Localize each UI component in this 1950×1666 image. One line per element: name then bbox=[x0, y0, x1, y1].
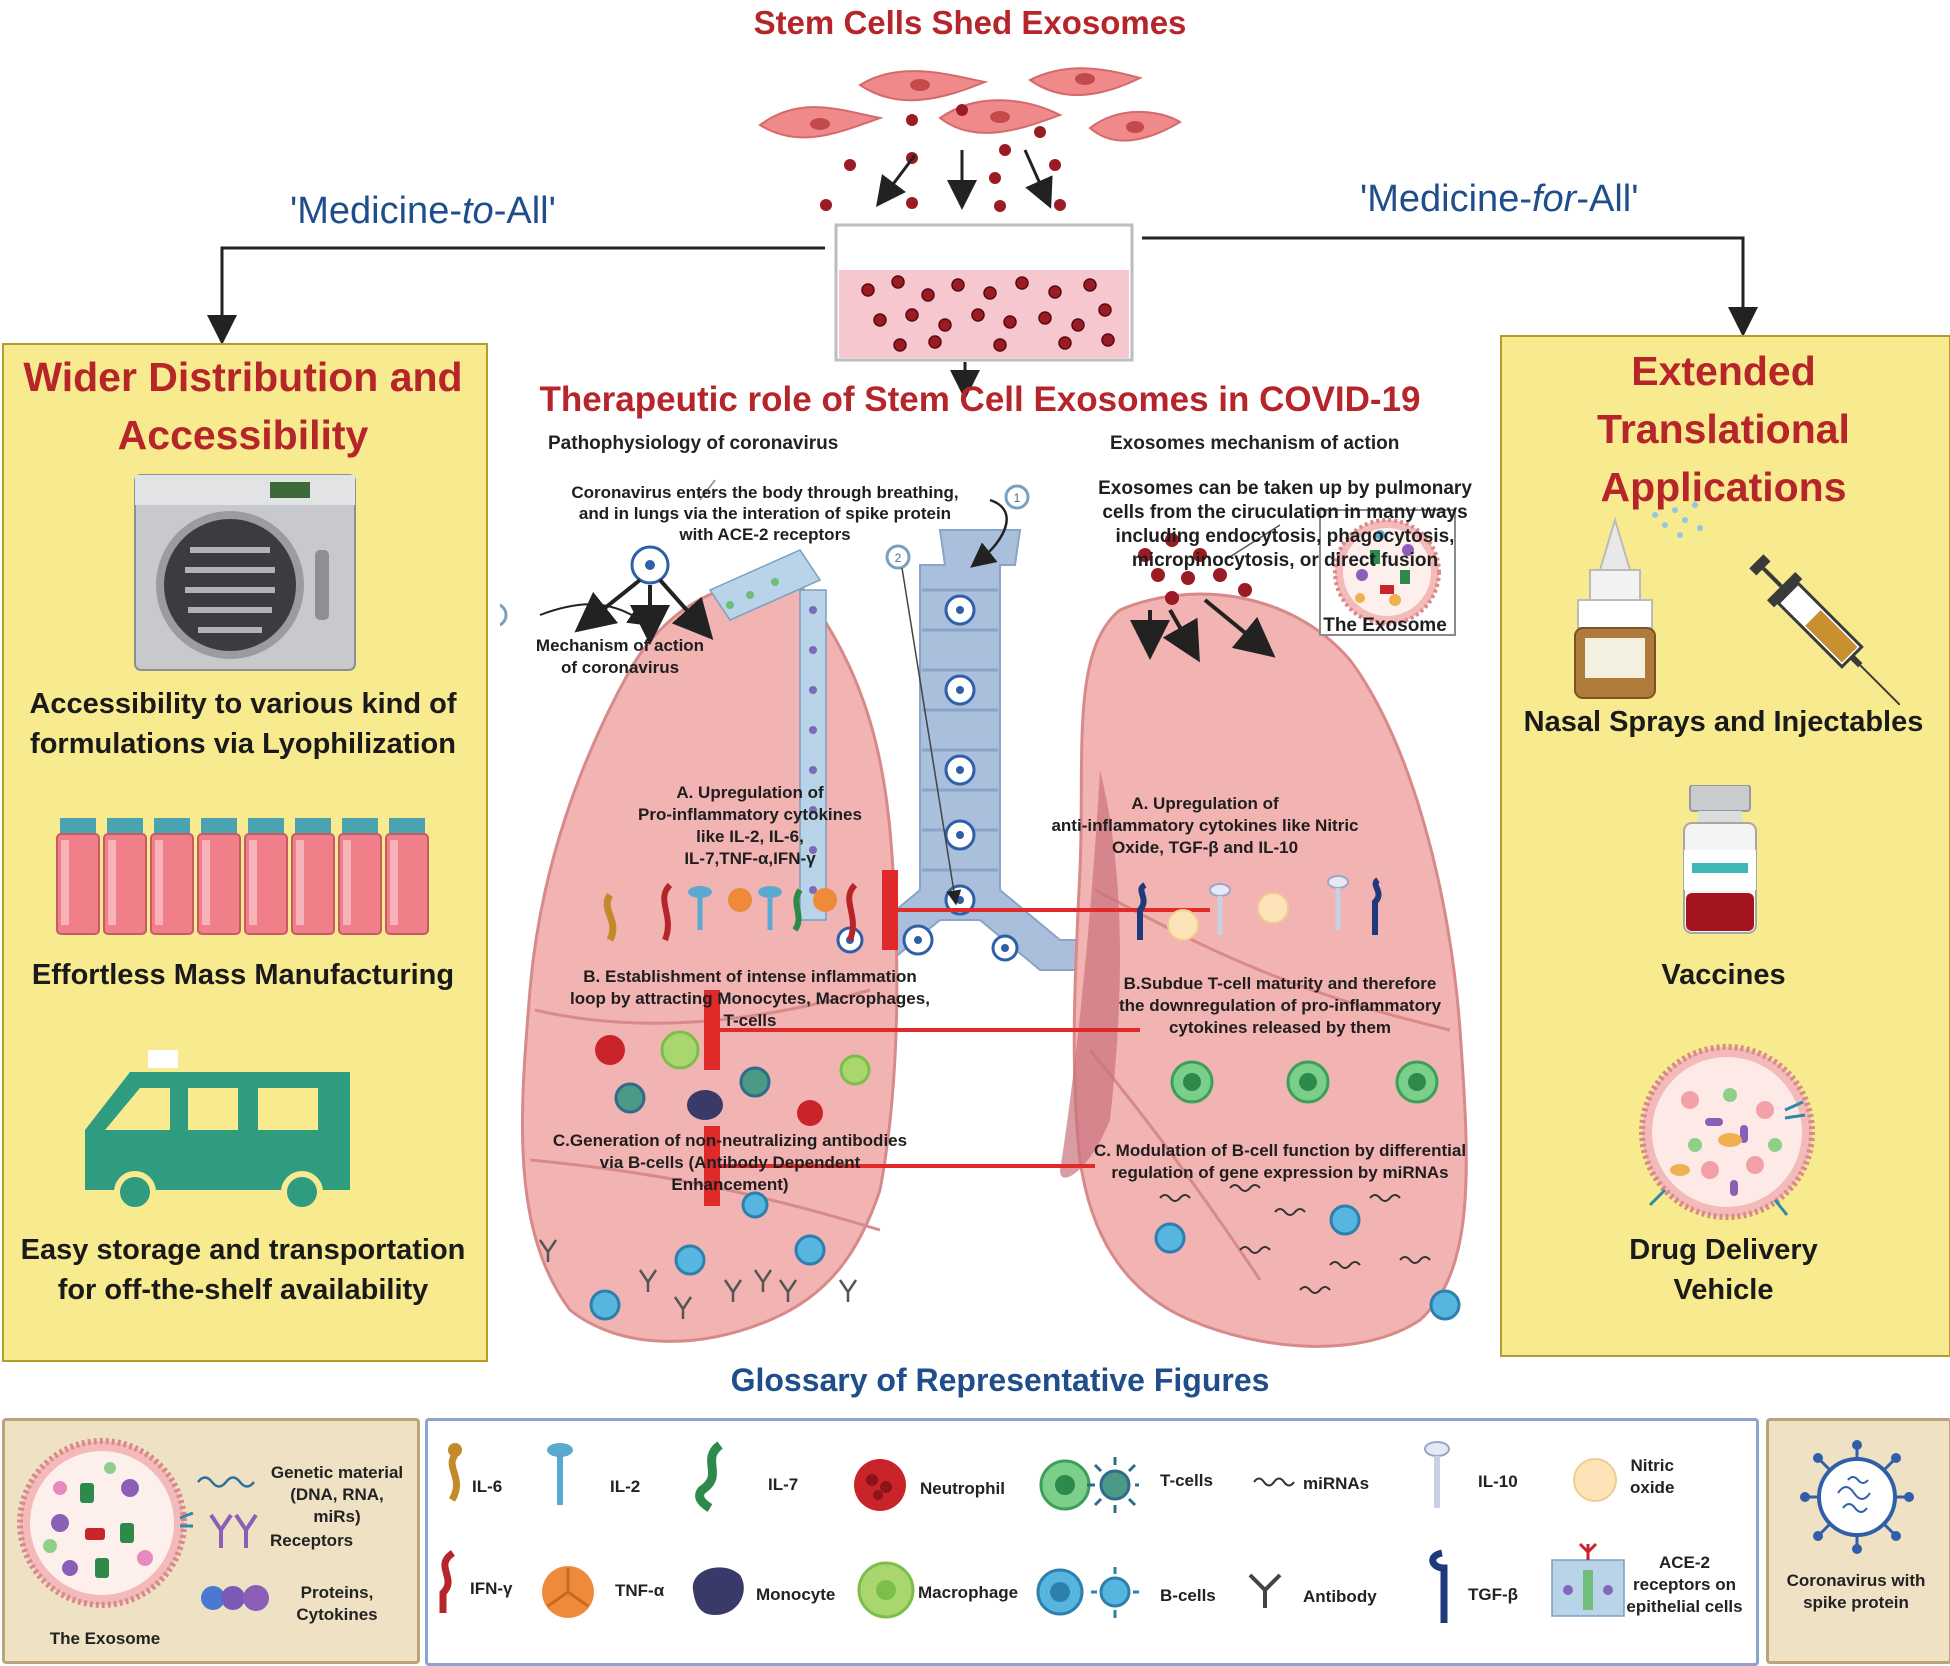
glossary-tnfa: TNF-α bbox=[615, 1581, 665, 1600]
glossary-il6: IL-6 bbox=[472, 1477, 503, 1496]
right-item-nasal-injectables: Nasal Sprays and Injectables bbox=[1523, 706, 1924, 738]
left-subtitle: Pathophysiology of coronavirus bbox=[548, 433, 839, 454]
glossary-genetic-material: Genetic material (DNA, RNA, miRs) bbox=[270, 1463, 404, 1526]
delivery-van-icon bbox=[85, 1050, 350, 1210]
center-title: Therapeutic role of Stem Cell Exosomes i… bbox=[539, 380, 1421, 419]
neutrophil-icon bbox=[854, 1459, 906, 1511]
glossary-coronavirus-caption: Coronavirus with spike protein bbox=[1786, 1571, 1926, 1612]
header-title: Stem Cells Shed Exosomes bbox=[753, 4, 1187, 41]
anti-inflammatory-cytokines bbox=[1137, 875, 1382, 941]
bcells-icon bbox=[1036, 1567, 1139, 1618]
glossary-title: Glossary of Representative Figures bbox=[730, 1362, 1270, 1398]
coronavirus-spike-icon bbox=[1800, 1440, 1914, 1554]
left-step-a-text: A. Upregulation of Pro-inflammatory cyto… bbox=[638, 783, 862, 868]
left-step-c-text: C.Generation of non-neutralizing antibod… bbox=[552, 1131, 908, 1194]
left-item-storage: Easy storage and transportation for off-… bbox=[20, 1234, 466, 1306]
proteins-cytokines-icon bbox=[201, 1585, 269, 1611]
right-lung-icon bbox=[1072, 592, 1468, 1348]
left-item-lyophilization: Accessibility to various kind of formula… bbox=[29, 688, 457, 760]
coronavirus-entry-text: Coronavirus enters the body through brea… bbox=[571, 483, 959, 544]
genetic-material-icon bbox=[197, 1476, 255, 1488]
immune-cells-right bbox=[1154, 1060, 1461, 1321]
step-2-marker: 2 bbox=[895, 551, 902, 565]
nitric-oxide-icon bbox=[1573, 1458, 1617, 1502]
glossary-ifng: IFN-γ bbox=[470, 1579, 513, 1598]
ace2-epithelial-icon bbox=[1551, 1542, 1625, 1617]
right-item-vaccines: Vaccines bbox=[1661, 959, 1786, 991]
glossary-neutrophil: Neutrophil bbox=[920, 1479, 1005, 1498]
glossary-exosome-caption: The Exosome bbox=[49, 1629, 161, 1648]
immune-cells-left bbox=[589, 1030, 871, 1321]
right-subtitle: Exosomes mechanism of action bbox=[1110, 433, 1400, 454]
epithelial-cells-icon bbox=[708, 549, 827, 921]
exosome-inset-icon bbox=[1319, 509, 1456, 636]
glossary-il10: IL-10 bbox=[1478, 1472, 1518, 1491]
right-step-a-text: A. Upregulation of anti-inflammatory cyt… bbox=[1051, 794, 1359, 857]
antibody-icons bbox=[538, 1239, 858, 1319]
glossary-items-box bbox=[425, 1418, 1759, 1666]
antibody-icon bbox=[1248, 1573, 1282, 1608]
il7-icon bbox=[695, 1441, 724, 1512]
left-panel-title: Wider Distribution and Accessibility bbox=[23, 354, 463, 458]
tgfb-icon bbox=[1429, 1549, 1448, 1623]
il6-icon bbox=[448, 1443, 462, 1502]
glossary-tcells: T-cells bbox=[1160, 1471, 1213, 1490]
right-panel-title: Extended Translational Applications bbox=[1597, 348, 1850, 510]
exosome-uptake-text: Exosomes can be taken up by pulmonary ce… bbox=[1098, 478, 1472, 571]
glossary-il7: IL-7 bbox=[768, 1475, 799, 1494]
ifng-icon bbox=[439, 1550, 456, 1613]
glossary-antibody: Antibody bbox=[1303, 1587, 1377, 1606]
il10-icon bbox=[1424, 1441, 1450, 1508]
nasal-spray-icon bbox=[1574, 502, 1703, 699]
stem-cell-icon bbox=[758, 67, 1182, 142]
exosome-dots bbox=[820, 104, 1066, 212]
tnfa-icon bbox=[542, 1566, 594, 1618]
left-lung-icon bbox=[520, 579, 899, 1343]
pro-inflammatory-cytokines bbox=[603, 882, 858, 942]
lungs-illustration: 1 2 3 bbox=[500, 479, 1468, 1348]
top-illustration bbox=[207, 67, 1758, 400]
step-1-marker: 1 bbox=[1014, 491, 1021, 505]
trachea-icon bbox=[799, 529, 1121, 971]
glossary-il2: IL-2 bbox=[610, 1477, 641, 1496]
glossary-exosome-icon bbox=[17, 1438, 194, 1608]
mirna-icons bbox=[1159, 1184, 1431, 1294]
vials-icon bbox=[56, 818, 429, 935]
right-step-b-text: B.Subdue T-cell maturity and therefore t… bbox=[1118, 974, 1442, 1037]
glossary-ace2: ACE-2 receptors on epithelial cells bbox=[1626, 1553, 1743, 1616]
glossary-macrophage: Macrophage bbox=[918, 1583, 1019, 1602]
glossary-tgfb: TGF-β bbox=[1468, 1585, 1519, 1604]
exosome-cluster bbox=[1138, 533, 1252, 605]
tcells-icon bbox=[1039, 1457, 1139, 1513]
medicine-to-all-tagline: 'Medicine-to-All' bbox=[290, 190, 556, 232]
lyophilizer-icon bbox=[134, 474, 356, 671]
glossary-bcells: B-cells bbox=[1160, 1586, 1216, 1605]
glossary-monocyte: Monocyte bbox=[756, 1585, 836, 1604]
glossary-proteins-cytokines: Proteins, Cytokines bbox=[296, 1583, 378, 1624]
right-item-drug-delivery: Drug Delivery Vehicle bbox=[1629, 1234, 1818, 1306]
glossary-receptors: Receptors bbox=[270, 1531, 354, 1550]
mechanism-coronavirus-text: Mechanism of action of coronavirus bbox=[535, 636, 705, 677]
il2-icon bbox=[547, 1443, 573, 1505]
mirnas-icon bbox=[1253, 1477, 1295, 1487]
left-item-manufacturing: Effortless Mass Manufacturing bbox=[31, 959, 455, 991]
beaker-icon bbox=[834, 223, 1134, 362]
vaccine-vial-icon bbox=[1683, 785, 1757, 934]
macrophage-icon bbox=[857, 1561, 915, 1619]
the-exosome-inset-label: The Exosome bbox=[1323, 615, 1447, 636]
syringe-icon bbox=[1749, 554, 1900, 705]
left-step-b-text: B. Establishment of intense inflammation… bbox=[570, 967, 930, 1030]
drug-delivery-exosome-icon bbox=[1639, 1044, 1815, 1220]
receptors-icon bbox=[209, 1513, 258, 1548]
right-step-c-text: C. Modulation of B-cell function by diff… bbox=[1093, 1141, 1467, 1182]
glossary-nitric-oxide: Nitric oxide bbox=[1630, 1456, 1675, 1497]
medicine-for-all-tagline: 'Medicine-for-All' bbox=[1360, 178, 1639, 220]
glossary-mirnas: miRNAs bbox=[1303, 1474, 1370, 1493]
monocyte-icon bbox=[692, 1567, 744, 1615]
